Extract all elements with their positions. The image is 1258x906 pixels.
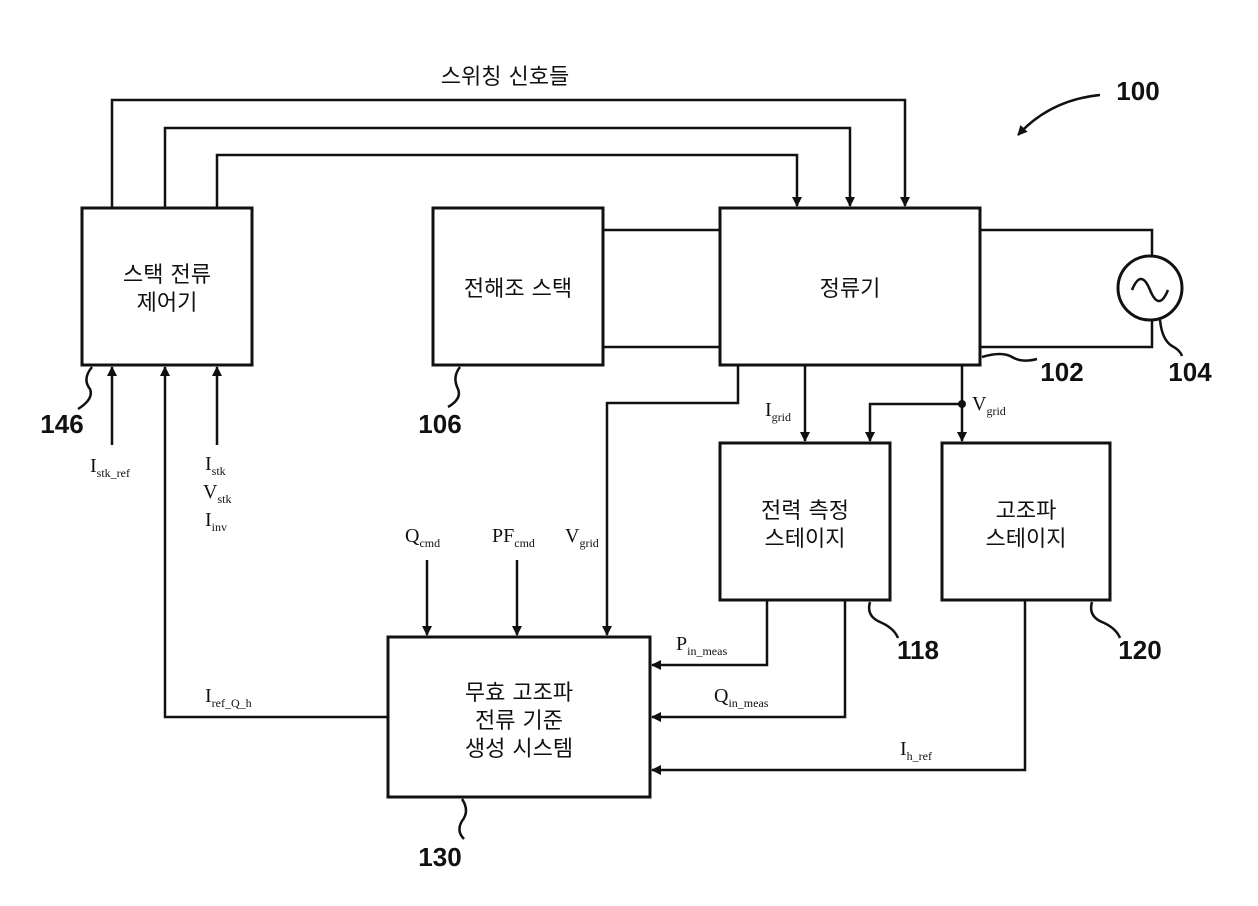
ref-130: 130	[418, 842, 461, 872]
svg-text:생성 시스템: 생성 시스템	[465, 737, 573, 762]
ref-102: 102	[1040, 357, 1083, 387]
vgrid-power-arrow	[870, 404, 962, 441]
leader-104	[1160, 320, 1182, 356]
iref-q-h-line	[165, 367, 388, 717]
leader-120	[1091, 602, 1120, 638]
istk-ref-label: Istk_ref	[90, 455, 130, 480]
svg-text:고조파: 고조파	[996, 499, 1057, 524]
ref-106: 106	[418, 409, 461, 439]
leader-102	[982, 354, 1037, 361]
ref-146: 146	[40, 409, 83, 439]
ih-ref-line	[652, 600, 1025, 770]
qcmd-label: Qcmd	[405, 525, 440, 550]
iref-q-h-label: Iref_Q_h	[205, 685, 252, 710]
ref-104: 104	[1168, 357, 1212, 387]
switching-line-3	[217, 155, 797, 208]
svg-text:제어기: 제어기	[137, 291, 198, 316]
ref-120: 120	[1118, 635, 1161, 665]
figure-ref-arrow	[1018, 95, 1100, 135]
pin-meas-label: Pin_meas	[676, 633, 727, 658]
rectifier: 정류기	[720, 208, 980, 365]
electrolyzer-stack: 전해조 스택	[433, 208, 603, 365]
svg-text:정류기: 정류기	[820, 277, 881, 302]
switching-signals-label: 스위칭 신호들	[441, 65, 569, 90]
harmonic-stage: 고조파 스테이지	[942, 443, 1110, 600]
iinv-label: Iinv	[205, 509, 227, 534]
switching-line-2	[165, 128, 850, 208]
leader-118	[869, 602, 898, 638]
figure-ref-100: 100	[1116, 76, 1159, 106]
svg-text:스택 전류: 스택 전류	[123, 263, 211, 288]
igrid-label: Igrid	[765, 399, 791, 424]
ref-118: 118	[897, 635, 939, 665]
junction-dot	[958, 400, 966, 408]
svg-text:전해조 스택: 전해조 스택	[464, 277, 572, 302]
svg-text:전류 기준: 전류 기준	[475, 709, 563, 734]
leader-130	[459, 799, 466, 839]
stack-rectifier-wires	[603, 230, 720, 347]
vgrid-top-label: Vgrid	[972, 393, 1006, 418]
ac-source	[1118, 256, 1182, 320]
svg-text:스테이지: 스테이지	[765, 527, 846, 552]
svg-text:스테이지: 스테이지	[986, 527, 1067, 552]
pfcmd-label: PFcmd	[492, 525, 535, 550]
istk-label: Istk	[205, 453, 226, 478]
reference-generation-system: 무효 고조파 전류 기준 생성 시스템	[388, 637, 650, 797]
ih-ref-label: Ih_ref	[900, 738, 932, 763]
svg-text:전력 측정: 전력 측정	[761, 499, 849, 524]
leader-146	[78, 367, 92, 409]
leader-106	[448, 367, 460, 407]
svg-text:무효 고조파: 무효 고조파	[465, 681, 573, 706]
qin-meas-label: Qin_meas	[714, 685, 769, 710]
power-measurement-stage: 전력 측정 스테이지	[720, 443, 890, 600]
stack-current-controller: 스택 전류 제어기	[82, 208, 252, 365]
vstk-label: Vstk	[203, 481, 231, 506]
vgrid-ref-line	[607, 365, 738, 635]
vgrid-label: Vgrid	[565, 525, 599, 550]
